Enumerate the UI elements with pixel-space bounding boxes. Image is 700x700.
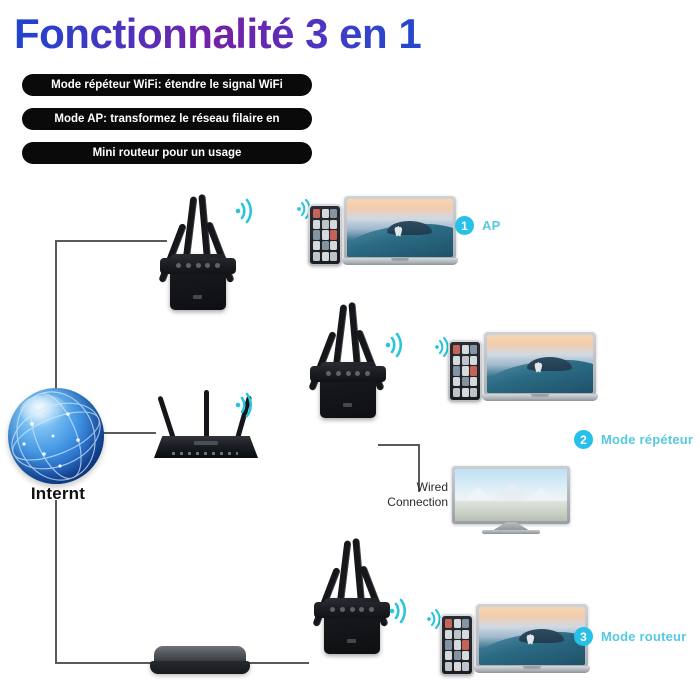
wire-globe-up	[55, 240, 57, 398]
phone-screen	[442, 616, 472, 674]
repeater-port	[347, 639, 356, 643]
repeater-port	[193, 295, 202, 299]
internet-label: Internt	[30, 484, 86, 503]
tv-foreground	[455, 501, 567, 521]
repeater-device-3	[306, 536, 398, 687]
laptop-screen	[479, 607, 585, 665]
wire-wired-down	[418, 444, 420, 492]
wire-top-horizontal	[55, 240, 167, 242]
laptop-icon	[342, 196, 458, 270]
mode-badge-1: 1	[455, 216, 474, 235]
smartphone-icon	[308, 204, 342, 266]
globe-icon	[8, 388, 104, 484]
wifi-signal-icon	[235, 198, 252, 224]
repeater-port	[343, 403, 352, 407]
tv-screen	[455, 469, 567, 521]
repeater-device-2	[302, 300, 394, 451]
smartphone-icon	[448, 340, 482, 402]
page-title: Fonctionnalité 3 en 1	[14, 10, 422, 57]
laptop-icon	[482, 332, 598, 406]
wifi-signal-icon	[435, 336, 449, 358]
apple-logo-icon	[526, 633, 535, 645]
repeater-seam	[338, 450, 394, 451]
wallpaper-crest	[527, 357, 572, 371]
wallpaper-crest	[387, 221, 432, 235]
tv-stand-neck	[492, 522, 530, 531]
router-brand	[194, 441, 218, 445]
laptop-lid	[484, 332, 596, 396]
television-icon	[452, 466, 570, 536]
mode-text-1: AP	[482, 218, 501, 233]
apple-logo-icon	[394, 225, 403, 237]
router-leds	[172, 452, 238, 455]
tv-frame	[452, 466, 570, 524]
mode-badge-2: 2	[574, 430, 593, 449]
tv-mountain	[524, 487, 559, 502]
wire-globe-router	[98, 432, 156, 434]
wifi-router-icon	[150, 390, 260, 460]
modem-base	[150, 661, 250, 674]
wifi-signal-icon	[385, 332, 402, 358]
tv-mountain	[493, 482, 532, 502]
repeater-leds	[330, 607, 374, 613]
wired-line-2: Connection	[387, 495, 448, 509]
modem-top	[154, 646, 246, 664]
laptop-base	[482, 394, 598, 401]
smartphone-icon	[440, 614, 474, 676]
mode-text-2: Mode répéteur	[601, 432, 694, 447]
laptop-base	[474, 666, 590, 673]
mode-label-2: 2 Mode répéteur	[574, 430, 693, 449]
tv-mountain	[463, 486, 494, 501]
laptop-lid	[476, 604, 588, 668]
repeater-leds	[326, 371, 370, 377]
wire-repeater2-wired	[378, 444, 420, 446]
wired-line-1: Wired	[416, 480, 448, 494]
laptop-lid	[344, 196, 456, 260]
feature-pill-ap: Mode AP: transformez le réseau filaire e…	[22, 108, 312, 130]
laptop-screen	[487, 335, 593, 393]
wire-modem-repeater3	[243, 662, 309, 664]
wired-connection-label: Wired Connection	[382, 480, 448, 510]
antenna-icon	[204, 390, 209, 442]
feature-pill-router: Mini routeur pour un usage	[22, 142, 312, 164]
repeater-device-1	[152, 192, 244, 343]
wire-bottom-horizontal	[55, 662, 159, 664]
laptop-notch	[391, 258, 409, 261]
repeater-leds	[176, 263, 220, 269]
laptop-notch	[523, 666, 541, 669]
mode-text-3: Mode routeur	[601, 629, 687, 644]
phone-screen	[310, 206, 340, 264]
repeater-seam	[342, 686, 398, 687]
apple-logo-icon	[534, 361, 543, 373]
mode-badge-3: 3	[574, 627, 593, 646]
mode-label-3: 3 Mode routeur	[574, 627, 686, 646]
repeater-seam	[188, 342, 244, 343]
laptop-screen	[347, 199, 453, 257]
wire-globe-down	[55, 500, 57, 664]
laptop-notch	[531, 394, 549, 397]
modem-icon	[150, 646, 250, 680]
internet-node: Internt	[6, 388, 112, 503]
wallpaper-crest	[519, 629, 564, 643]
laptop-icon	[474, 604, 590, 678]
wifi-signal-icon	[427, 608, 441, 630]
wifi-signal-icon	[389, 598, 406, 624]
feature-pill-repeater: Mode répéteur WiFi: étendre le signal Wi…	[22, 74, 312, 96]
globe-meridians	[11, 391, 101, 481]
antenna-icon	[157, 395, 177, 443]
tv-stand-foot	[482, 530, 540, 534]
mode-label-1: 1 AP	[455, 216, 500, 235]
laptop-base	[342, 258, 458, 265]
wifi-signal-icon	[235, 392, 252, 418]
phone-screen	[450, 342, 480, 400]
